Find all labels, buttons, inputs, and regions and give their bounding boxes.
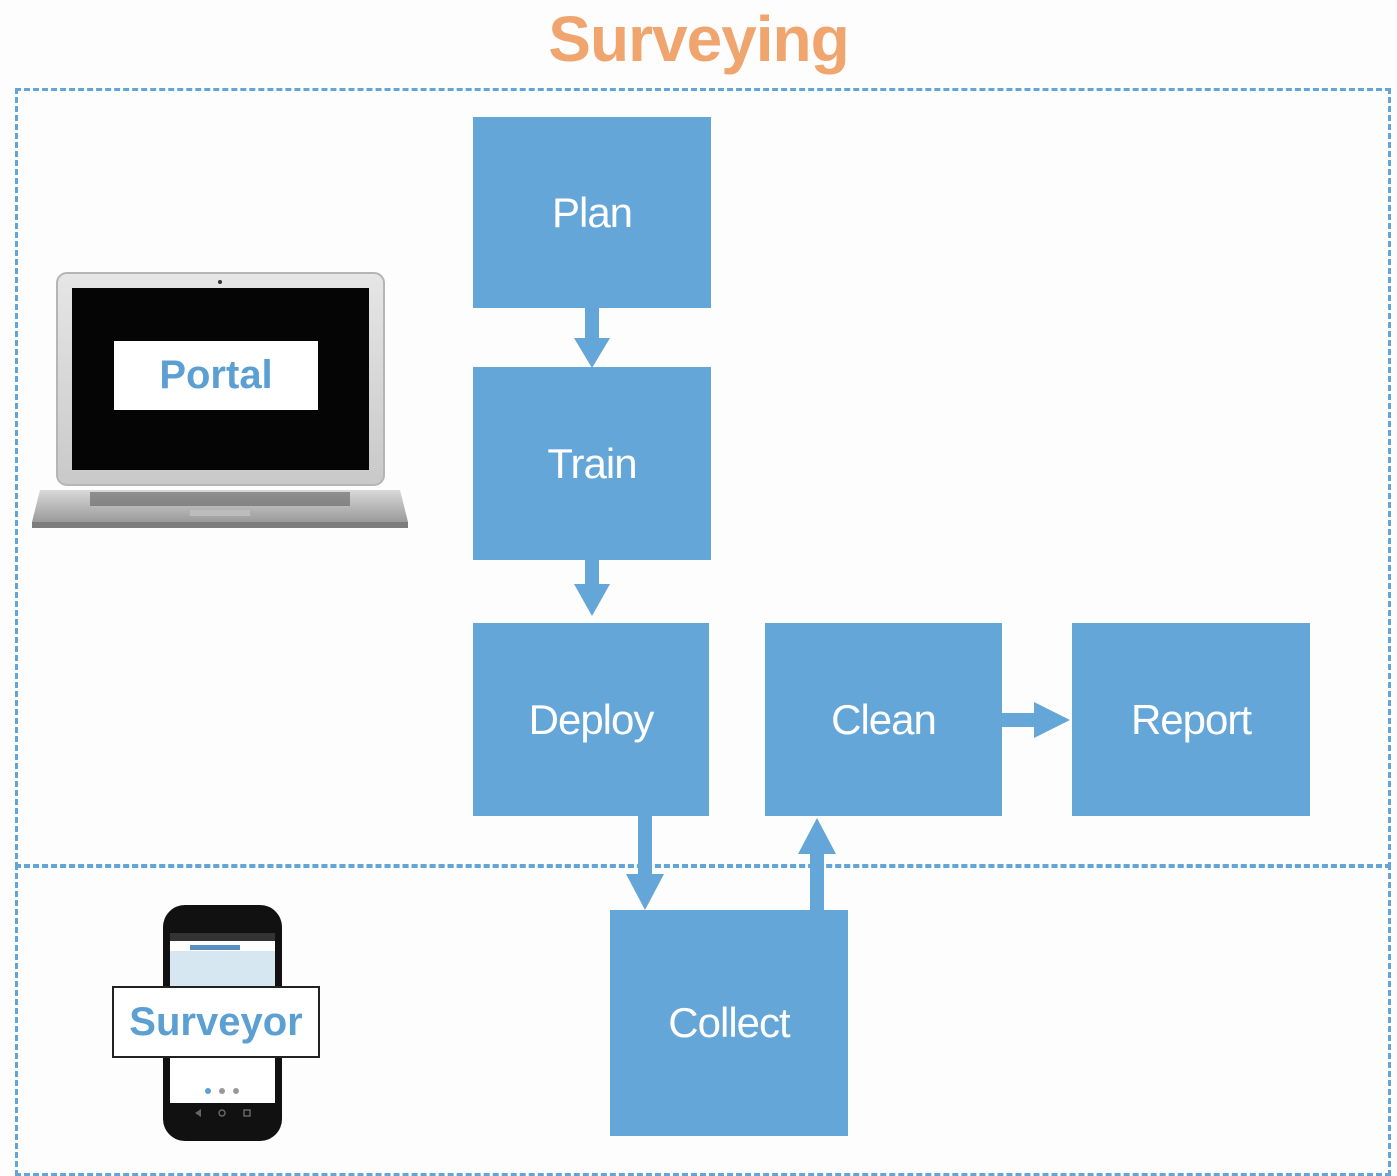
mobile-region xyxy=(15,864,1391,1176)
arrow-deploy-to-collect xyxy=(626,816,664,910)
step-train: Train xyxy=(473,367,711,560)
arrow-collect-to-clean xyxy=(798,818,836,912)
portal-label: Portal xyxy=(114,341,318,410)
step-report: Report xyxy=(1072,623,1310,816)
arrow-clean-to-report xyxy=(1002,702,1070,738)
arrow-train-to-deploy xyxy=(574,560,610,616)
arrow-plan-to-train xyxy=(574,308,610,368)
laptop-icon xyxy=(30,270,410,535)
diagram-title: Surveying xyxy=(548,3,849,75)
surveyor-label: Surveyor xyxy=(112,986,320,1058)
step-plan: Plan xyxy=(473,117,711,308)
step-deploy: Deploy xyxy=(473,623,709,816)
step-clean: Clean xyxy=(765,623,1002,816)
step-collect: Collect xyxy=(610,910,848,1136)
